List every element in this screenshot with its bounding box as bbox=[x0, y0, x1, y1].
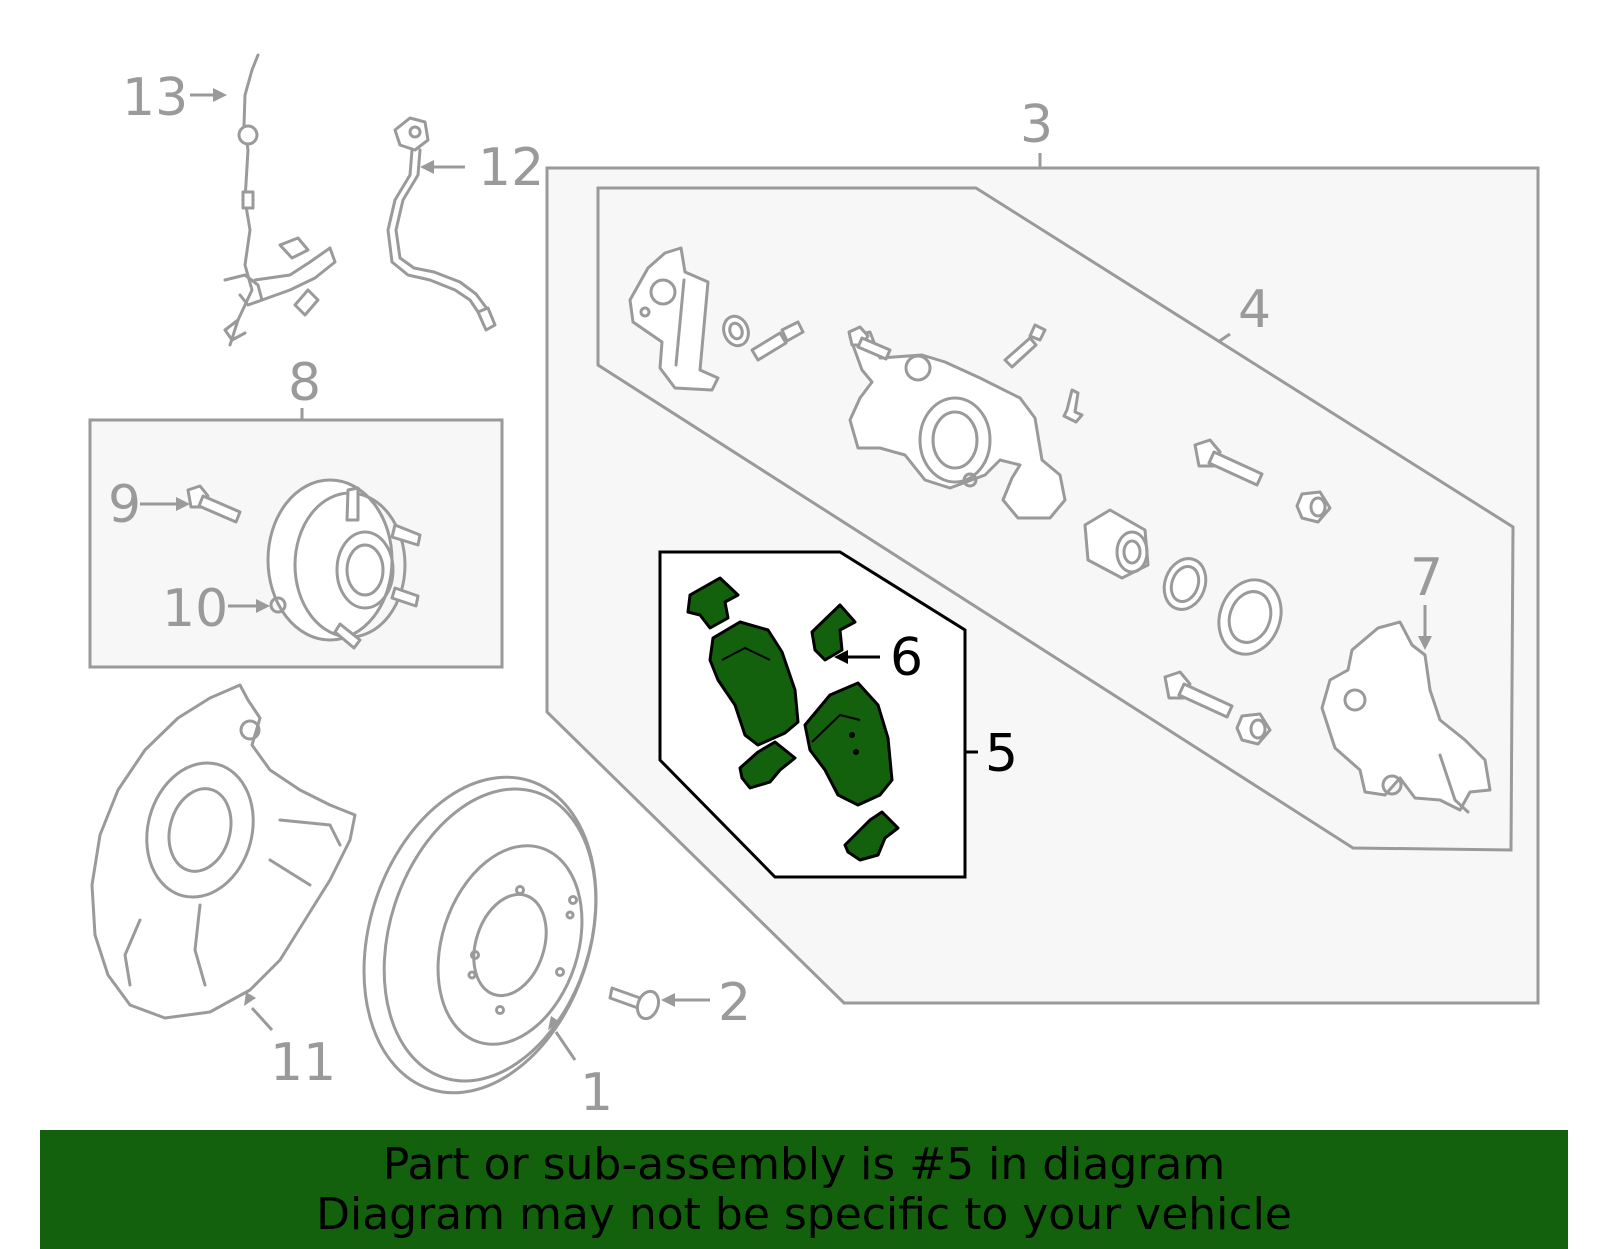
leader-11-arrowhead bbox=[244, 992, 256, 1006]
guide-pin-part bbox=[750, 320, 805, 362]
leader-1 bbox=[554, 1031, 577, 1061]
callout-5[interactable]: 5 bbox=[985, 724, 1018, 784]
caliper-body-part bbox=[848, 330, 1067, 520]
pad-clip-1-part bbox=[686, 576, 740, 630]
leader-9-arrowhead bbox=[176, 497, 190, 511]
dust-shield-part bbox=[90, 683, 357, 1020]
hub-bolt-part bbox=[186, 484, 242, 524]
bushing-lower-part bbox=[1235, 712, 1272, 746]
callout-1[interactable]: 1 bbox=[580, 1063, 613, 1123]
rotor-screw-part bbox=[608, 986, 661, 1021]
leader-2-arrowhead bbox=[661, 993, 675, 1007]
leader-12-arrowhead bbox=[420, 160, 434, 174]
callout-12[interactable]: 12 bbox=[478, 138, 544, 198]
pad-clip-3-part bbox=[738, 740, 797, 790]
caliper-bolt-upper-part bbox=[847, 325, 892, 361]
guide-pin-boot-part bbox=[722, 314, 750, 348]
brake-pad-inner-part bbox=[708, 620, 800, 747]
callout-6[interactable]: 6 bbox=[890, 628, 923, 688]
caliper-bracket-part bbox=[628, 246, 720, 392]
banner-disclaimer-text: Diagram may not be specific to your vehi… bbox=[316, 1188, 1292, 1240]
leader-10-arrowhead bbox=[256, 599, 270, 613]
guide-bolt-lower-part bbox=[1163, 670, 1234, 719]
callout-2[interactable]: 2 bbox=[718, 973, 751, 1033]
callout-13[interactable]: 13 bbox=[122, 68, 188, 128]
callout-11[interactable]: 11 bbox=[270, 1033, 336, 1093]
callout-8[interactable]: 8 bbox=[288, 353, 321, 413]
wheel-hub-part bbox=[266, 478, 422, 650]
leader-6-arrowhead bbox=[834, 650, 848, 664]
group-box-4 bbox=[596, 186, 1515, 852]
callout-9[interactable]: 9 bbox=[108, 475, 141, 535]
callout-4[interactable]: 4 bbox=[1238, 280, 1271, 340]
brake-pad-outer-part bbox=[803, 681, 894, 807]
brake-hose-part bbox=[386, 116, 497, 332]
caliper-support-part bbox=[1320, 620, 1492, 814]
banner-highlight-text: Part or sub-assembly is #5 in diagram bbox=[382, 1138, 1226, 1190]
leader-13-arrowhead bbox=[213, 88, 227, 102]
bleeder-screw-part bbox=[1003, 323, 1047, 369]
abs-sensor-part bbox=[223, 53, 337, 347]
bushing-upper-part bbox=[1295, 490, 1332, 524]
guide-bolt-upper-part bbox=[1193, 438, 1264, 487]
brake-rotor-part bbox=[362, 775, 598, 1095]
pad-clip-4-part bbox=[843, 810, 900, 862]
dust-boot-part bbox=[1217, 578, 1283, 656]
leader-7-arrowhead bbox=[1418, 636, 1432, 650]
callout-3[interactable]: 3 bbox=[1020, 95, 1053, 155]
info-banner: Part or sub-assembly is #5 in diagram Di… bbox=[40, 1130, 1568, 1249]
leader-1-arrowhead bbox=[548, 1016, 560, 1030]
piston-seal-part bbox=[1162, 557, 1208, 611]
bleeder-cap-part bbox=[1062, 388, 1084, 424]
piston-part bbox=[1083, 508, 1150, 580]
callout-7[interactable]: 7 bbox=[1410, 548, 1443, 608]
leader-11 bbox=[250, 1006, 274, 1032]
callout-10[interactable]: 10 bbox=[162, 579, 228, 639]
leader-4 bbox=[1217, 332, 1231, 344]
pad-clip-2-part bbox=[810, 603, 857, 662]
